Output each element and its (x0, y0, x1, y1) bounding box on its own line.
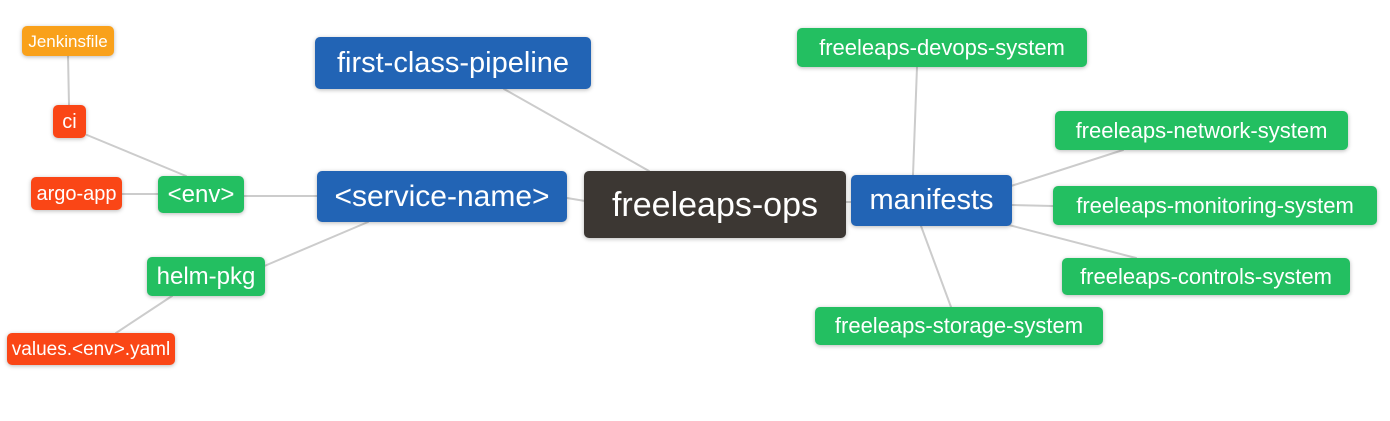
node-monitoring-system[interactable]: freeleaps-monitoring-system (1053, 186, 1377, 225)
node-service-name[interactable]: <service-name> (317, 171, 567, 222)
node-storage-system[interactable]: freeleaps-storage-system (815, 307, 1103, 345)
edge-manifests-storage (920, 225, 952, 308)
edge-pipeline-ops (503, 88, 650, 172)
node-network-system[interactable]: freeleaps-network-system (1055, 111, 1348, 150)
edge-ci-env (86, 134, 187, 177)
node-env[interactable]: <env> (158, 176, 244, 213)
node-ci[interactable]: ci (53, 105, 86, 138)
node-freeleaps-ops[interactable]: freeleaps-ops (584, 171, 846, 238)
node-devops-system[interactable]: freeleaps-devops-system (797, 28, 1087, 67)
node-jenkinsfile[interactable]: Jenkinsfile (22, 26, 114, 56)
edge-manifests-monitoring (1011, 204, 1054, 207)
edge-service-name-ops (566, 197, 586, 202)
edge-manifests-network (1010, 149, 1124, 187)
node-first-class-pipeline[interactable]: first-class-pipeline (315, 37, 591, 89)
edge-values-helm-pkg (115, 295, 173, 334)
edge-jenkinsfile-ci (67, 54, 70, 106)
edge-manifests-controls (1004, 223, 1137, 259)
node-controls-system[interactable]: freeleaps-controls-system (1062, 258, 1350, 295)
node-helm-pkg[interactable]: helm-pkg (147, 257, 265, 296)
node-values-env-yaml[interactable]: values.<env>.yaml (7, 333, 175, 365)
edge-manifests-devops (912, 66, 918, 176)
node-manifests[interactable]: manifests (851, 175, 1012, 226)
edge-helm-pkg-service-name (261, 221, 369, 268)
node-argo-app[interactable]: argo-app (31, 177, 122, 210)
